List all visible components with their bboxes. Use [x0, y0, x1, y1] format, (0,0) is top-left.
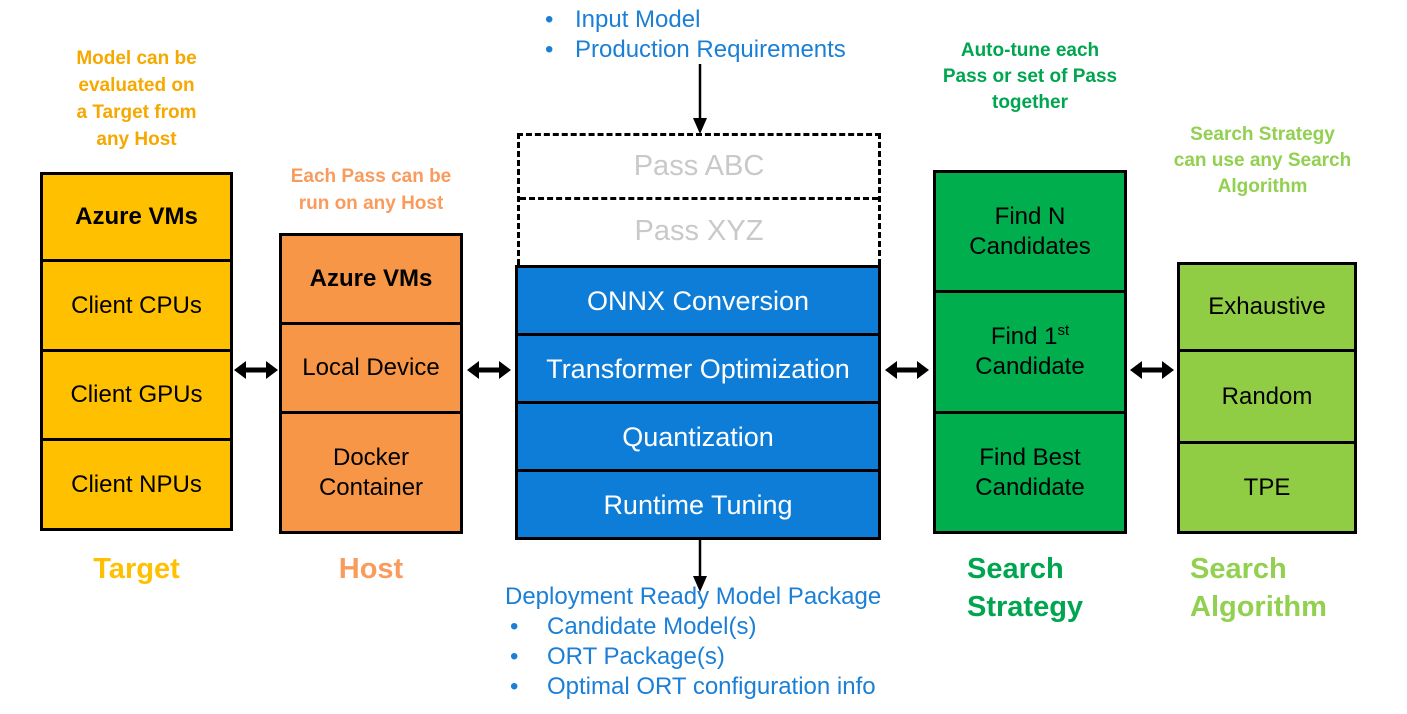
box-label: Client NPUs [71, 470, 202, 498]
pipeline-box-runtime-tuning: Runtime Tuning [515, 469, 881, 540]
host-box-docker-container: Docker Container [279, 411, 463, 534]
output-heading: Deployment Ready Model Package [505, 583, 882, 610]
pipeline-box-quantization: Quantization [515, 401, 881, 472]
host-caption: Each Pass can be run on any Host [264, 163, 478, 217]
double-arrow-icon [1130, 361, 1174, 379]
pipeline-box-onnx-conversion: ONNX Conversion [515, 265, 881, 336]
target-box-client-gpus: Client GPUs [40, 349, 233, 441]
box-label: Runtime Tuning [603, 489, 793, 520]
arrow-down-icon [693, 64, 707, 134]
pipeline-box-transformer-optimization: Transformer Optimization [515, 333, 881, 404]
caption-line: a Target from [76, 102, 197, 123]
caption-line: Algorithm [1217, 176, 1308, 197]
output-item-label: Candidate Model(s) [547, 613, 757, 640]
host-box-azure-vms: Azure VMs [279, 233, 463, 325]
label-line: Strategy [967, 591, 1084, 623]
target-box-client-npus: Client NPUs [40, 438, 233, 531]
box-label: Container [318, 473, 424, 501]
strategy-box-find-n-candidates: Find N Candidates [933, 170, 1127, 293]
search-algorithm-label: Search Algorithm [1190, 550, 1327, 626]
search-strategy-label: Search Strategy [967, 550, 1083, 626]
box-label: Candidates [969, 232, 1091, 260]
caption-line: Model can be [76, 48, 197, 69]
caption-line: can use any Search [1173, 150, 1352, 171]
target-box-client-cpus: Client CPUs [40, 259, 233, 352]
host-box-local-device: Local Device [279, 322, 463, 414]
bullet-icon: • [545, 36, 554, 63]
box-label: Candidate [975, 353, 1085, 380]
pipeline-stack: ONNX Conversion Transformer Optimization… [515, 265, 881, 540]
input-item-label: Input Model [575, 6, 701, 33]
box-label: ONNX Conversion [586, 285, 810, 316]
box-label: Find 1st [990, 322, 1070, 350]
label-line: Search [1190, 553, 1287, 585]
box-label: Exhaustive [1208, 293, 1326, 320]
list-item: • ORT Package(s) [505, 642, 881, 672]
output-item-label: Optimal ORT configuration info [547, 673, 876, 700]
caption-line: Search Strategy [1190, 124, 1335, 145]
list-item: • Input Model [535, 5, 846, 35]
box-label: Local Device [302, 354, 440, 381]
target-label: Target [93, 553, 180, 585]
box-label: Docker [332, 443, 410, 471]
box-label: Candidate [975, 473, 1085, 501]
pass-label: Pass ABC [633, 150, 765, 182]
list-item: • Candidate Model(s) [505, 612, 881, 642]
strategy-box-find-1st-candidate: Find 1st Candidate [933, 290, 1127, 414]
superscript: st [1057, 322, 1070, 339]
host-stack: Azure VMs Local Device Docker Container [279, 233, 463, 534]
target-box-azure-vms: Azure VMs [40, 172, 233, 262]
caption-line: evaluated on [78, 75, 195, 96]
pass-xyz-box: Pass XYZ [520, 200, 878, 262]
double-arrow-icon [234, 361, 278, 379]
target-caption: Model can be evaluated on a Target from … [30, 45, 243, 153]
search-strategy-stack: Find N Candidates Find 1st Candidate Fin… [933, 170, 1127, 534]
caption-line: run on any Host [298, 193, 444, 214]
strategy-box-find-best-candidate: Find Best Candidate [933, 411, 1127, 534]
host-label: Host [338, 553, 404, 585]
pass-abc-box: Pass ABC [520, 136, 878, 200]
algorithm-box-tpe: TPE [1177, 441, 1357, 534]
output-item-label: ORT Package(s) [547, 643, 725, 670]
search-algorithm-caption: Search Strategy can use any Search Algor… [1145, 122, 1380, 200]
box-label: Random [1221, 382, 1313, 410]
caption-line: Pass or set of Pass [942, 66, 1118, 87]
list-item: • Production Requirements [535, 35, 846, 65]
box-label: Azure VMs [75, 203, 198, 230]
box-label: Find Best [979, 443, 1081, 471]
box-label: Transformer Optimization [546, 353, 850, 384]
output-block: Deployment Ready Model Package • Candida… [505, 582, 881, 702]
box-label: TPE [1243, 473, 1291, 501]
bullet-icon: • [545, 6, 554, 33]
list-item: • Optimal ORT configuration info [505, 672, 881, 702]
search-strategy-caption: Auto-tune each Pass or set of Pass toget… [915, 38, 1145, 116]
target-stack: Azure VMs Client CPUs Client GPUs Client… [40, 172, 233, 531]
arrow-down-icon [693, 540, 707, 592]
input-list: • Input Model • Production Requirements [535, 5, 846, 65]
caption-line: Each Pass can be [290, 166, 452, 187]
pass-label: Pass XYZ [634, 214, 764, 247]
bullet-icon: • [510, 643, 519, 670]
caption-line: any Host [96, 129, 177, 150]
search-algorithm-stack: Exhaustive Random TPE [1177, 262, 1357, 534]
double-arrow-icon [885, 361, 929, 379]
bullet-icon: • [510, 673, 519, 700]
box-label: Find N [994, 202, 1066, 230]
caption-line: together [992, 92, 1068, 113]
algorithm-box-exhaustive: Exhaustive [1177, 262, 1357, 352]
box-label: Client CPUs [71, 291, 202, 319]
label-line: Search [967, 553, 1064, 585]
pass-group: Pass ABC Pass XYZ [517, 133, 881, 265]
label-line: Algorithm [1190, 591, 1327, 623]
algorithm-box-random: Random [1177, 349, 1357, 444]
bullet-icon: • [510, 613, 519, 640]
double-arrow-icon [467, 361, 511, 379]
box-label: Quantization [622, 421, 774, 452]
box-label: Azure VMs [309, 265, 433, 292]
input-item-label: Production Requirements [575, 36, 846, 63]
box-label: Client GPUs [70, 381, 203, 408]
caption-line: Auto-tune each [960, 40, 1100, 61]
